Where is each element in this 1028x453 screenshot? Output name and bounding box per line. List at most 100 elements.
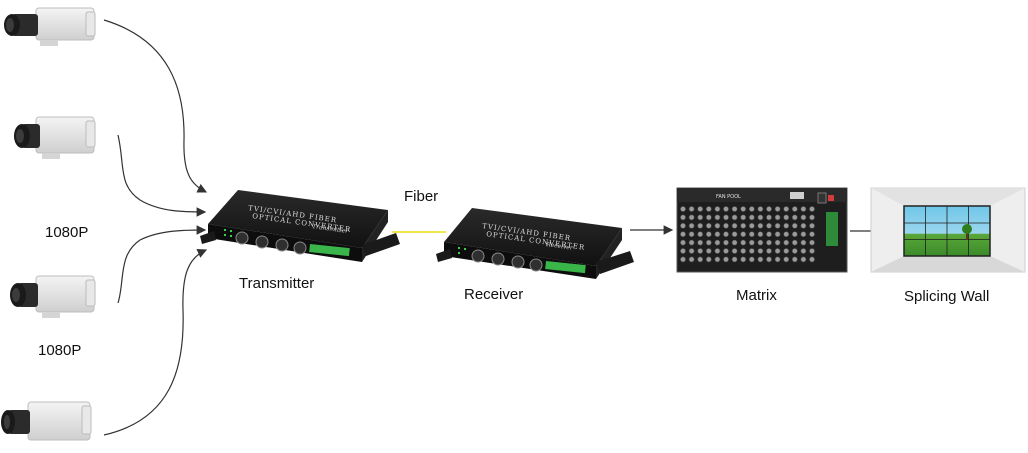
matrix-bnc-port [740, 214, 747, 221]
transmitter-device: TVI/CVI/AHD FIBER OPTICAL CONVERTER Tran… [200, 190, 400, 262]
matrix-bnc-port [774, 256, 781, 263]
matrix-bnc-port [680, 222, 686, 229]
matrix-badge-text: FAN POOL [716, 194, 741, 200]
matrix-bnc-port [766, 256, 772, 263]
camera-4 [1, 401, 92, 441]
matrix-bnc-port [723, 206, 729, 212]
matrix-bnc-port [791, 256, 798, 263]
matrix-bnc-port [766, 206, 772, 212]
matrix-bnc-port [688, 222, 695, 229]
receiver-model-text: Receiver [545, 241, 575, 252]
matrix-bnc-port [748, 214, 755, 221]
matrix-bnc-port [740, 248, 747, 254]
camera-2 [14, 116, 96, 159]
matrix-bnc-port [688, 239, 695, 246]
matrix-bnc-port [783, 214, 790, 221]
matrix-bnc-port [800, 256, 807, 263]
matrix-bnc-port [791, 239, 798, 246]
matrix-bnc-port [748, 231, 755, 238]
matrix-bnc-port [800, 239, 807, 246]
transmitter-bnc-ports [235, 231, 307, 255]
matrix-bnc-port [774, 248, 781, 254]
matrix-bnc-port [791, 214, 798, 221]
matrix-bnc-port [774, 239, 781, 246]
matrix-bnc-port [809, 248, 815, 254]
cable-camera-1 [103, 19, 208, 193]
matrix-bnc-port [697, 206, 704, 212]
cable-camera-3 [117, 225, 207, 304]
matrix-bnc-port [809, 239, 815, 246]
matrix-bnc-port [774, 231, 781, 238]
matrix-bnc-port [748, 248, 755, 254]
matrix-bnc-port [774, 222, 781, 229]
camera-icon [4, 7, 96, 46]
cable-camera-2 [117, 134, 207, 217]
receiver-label: Receiver [464, 286, 524, 303]
matrix-bnc-port [791, 248, 798, 254]
matrix-bnc-port [731, 239, 738, 246]
matrix-bnc-port [697, 214, 704, 221]
matrix-bnc-port [791, 222, 798, 229]
matrix-bnc-port [748, 256, 755, 263]
matrix-bnc-port [809, 214, 815, 221]
matrix-bnc-port [697, 248, 704, 254]
matrix-bnc-port [740, 256, 747, 263]
matrix-bnc-port [740, 206, 747, 212]
matrix-bnc-port [740, 222, 747, 229]
matrix-bnc-port [809, 256, 815, 263]
matrix-bnc-port [783, 239, 790, 246]
camera-resolution-label-1: 1080P [45, 224, 89, 241]
matrix-bnc-port [731, 248, 738, 254]
matrix-bnc-port [705, 239, 712, 246]
matrix-bnc-port [809, 231, 815, 238]
matrix-bnc-port [791, 231, 798, 238]
transmitter-terminal-block [309, 244, 350, 257]
matrix-bnc-port [766, 248, 772, 254]
matrix-bnc-port [723, 222, 729, 229]
matrix-bnc-port [714, 239, 721, 246]
matrix-bnc-port [731, 206, 738, 212]
matrix-bnc-port [800, 222, 807, 229]
matrix-bnc-port [705, 231, 712, 238]
matrix-bnc-port [731, 256, 738, 263]
matrix-bnc-port [757, 248, 764, 254]
matrix-bnc-port [688, 248, 695, 254]
matrix-label: Matrix [736, 287, 777, 304]
matrix-bnc-port [791, 206, 798, 212]
matrix-bnc-port [680, 239, 686, 246]
matrix-bnc-port [766, 239, 772, 246]
matrix-bnc-port [783, 231, 790, 238]
receiver-terminal-block [545, 261, 586, 274]
camera-3 [10, 275, 96, 318]
matrix-bnc-port [680, 248, 686, 254]
matrix-terminal-block [826, 212, 838, 246]
matrix-bnc-port [783, 248, 790, 254]
matrix-bnc-port [680, 214, 686, 221]
matrix-bnc-port [783, 206, 790, 212]
matrix-bnc-port [783, 222, 790, 229]
matrix-bnc-port [748, 239, 755, 246]
receiver-device: TVI/CVI/AHD FIBER OPTICAL CONVERTER Rece… [436, 208, 634, 279]
matrix-bnc-port [809, 222, 815, 229]
splicing-wall-label: Splicing Wall [904, 288, 990, 305]
transmitter-label: Transmitter [239, 275, 315, 292]
matrix-bnc-port [766, 222, 772, 229]
camera-cables [103, 19, 208, 436]
matrix-bnc-port [774, 214, 781, 221]
matrix-bnc-port [714, 256, 721, 263]
matrix-bnc-port [774, 206, 781, 212]
matrix-bnc-grid [680, 206, 815, 263]
matrix-bnc-port [688, 214, 695, 221]
matrix-bnc-port [800, 206, 807, 212]
matrix-bnc-port [714, 214, 721, 221]
matrix-bnc-port [697, 256, 704, 263]
matrix-bnc-port [680, 206, 686, 212]
receiver-leds [458, 247, 466, 254]
matrix-bnc-port [714, 222, 721, 229]
camera-icon [14, 116, 96, 159]
matrix-bnc-port [714, 231, 721, 238]
matrix-bnc-port [783, 256, 790, 263]
matrix-bnc-port [723, 231, 729, 238]
